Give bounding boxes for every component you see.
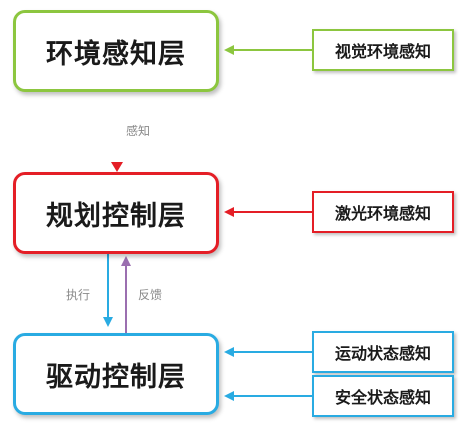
sensor-laser: 激光环境感知 — [312, 191, 454, 233]
label-perceive: 感知 — [126, 124, 151, 138]
sensor-motion: 运动状态感知 — [312, 331, 454, 373]
sensor-safety: 安全状态感知 — [312, 375, 454, 417]
layer-planning: 规划控制层 — [13, 172, 219, 254]
layer-perception: 环境感知层 — [13, 10, 219, 92]
label-execute: 执行 — [66, 288, 91, 302]
layer-drive: 驱动控制层 — [13, 333, 219, 415]
arrow-perceive-head — [111, 162, 123, 172]
sensor-vision: 视觉环境感知 — [312, 29, 454, 71]
label-feedback: 反馈 — [138, 288, 163, 302]
